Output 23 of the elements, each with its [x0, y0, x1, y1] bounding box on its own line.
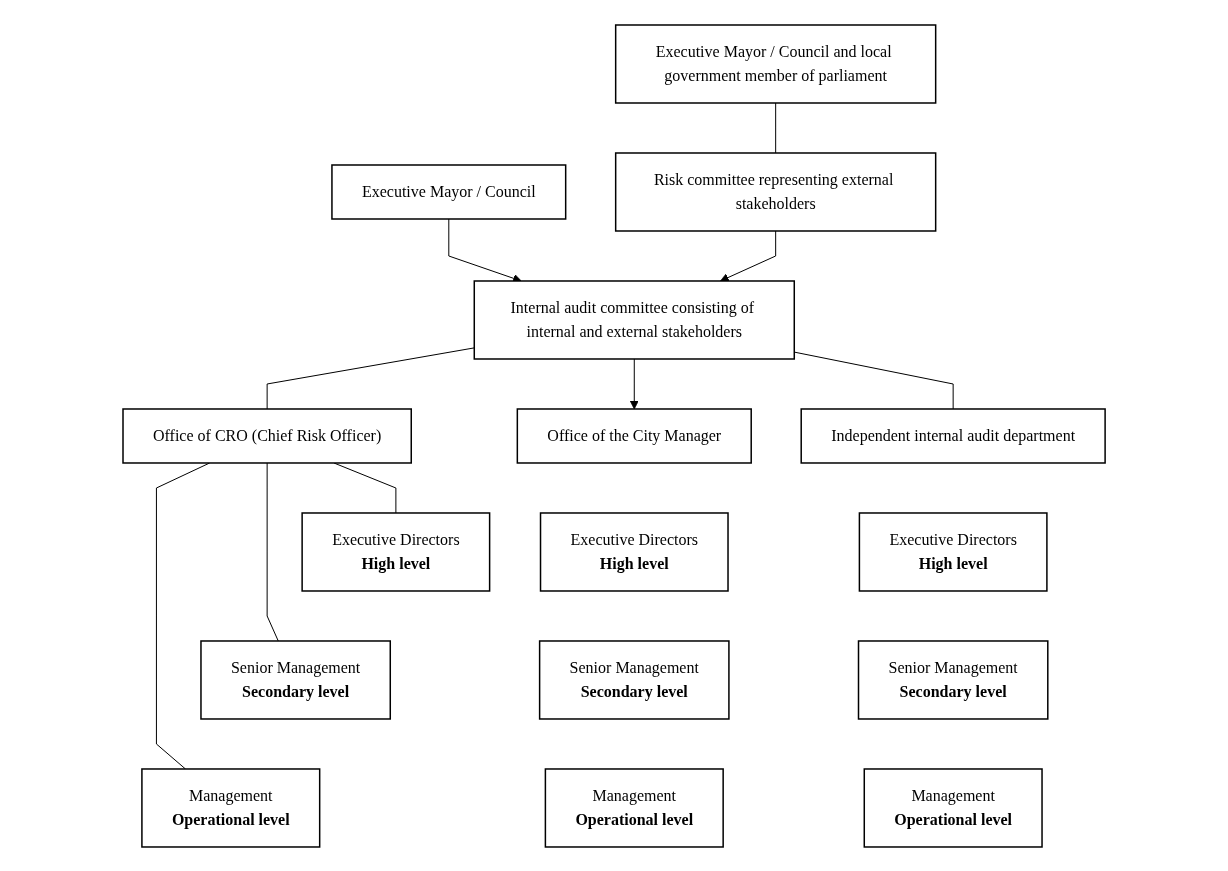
connector	[266, 462, 279, 641]
node-box: Office of the City Manager	[516, 407, 752, 464]
connector	[155, 462, 211, 769]
node-box: Senior Management Secondary level	[538, 639, 730, 720]
connector	[333, 462, 397, 513]
node-box: Internal audit committee consisting of internal and external stakeholders	[473, 279, 795, 360]
node-box: Executive Mayor / Council and local government member of parliament	[614, 23, 937, 104]
node-box: Executive Directors High level	[301, 511, 491, 592]
node-box: Office of CRO (Chief Risk Officer)	[122, 407, 412, 464]
arrow	[629, 358, 639, 409]
arrow	[719, 230, 777, 282]
connector	[266, 346, 475, 409]
node-box: Executive Mayor / Council	[331, 163, 567, 220]
node-box: Independent internal audit department	[800, 407, 1106, 464]
node-box: Management Operational level	[863, 767, 1043, 848]
node-box: Senior Management Secondary level	[857, 639, 1049, 720]
node-box: Executive Directors High level	[539, 511, 729, 592]
node-box: Management Operational level	[141, 767, 321, 848]
node-box: Risk committee representing external stakeholders	[614, 151, 937, 232]
node-box: Senior Management Secondary level	[200, 639, 391, 720]
node-box: Executive Directors High level	[858, 511, 1048, 592]
node-box: Management Operational level	[544, 767, 724, 848]
connector	[775, 102, 777, 153]
